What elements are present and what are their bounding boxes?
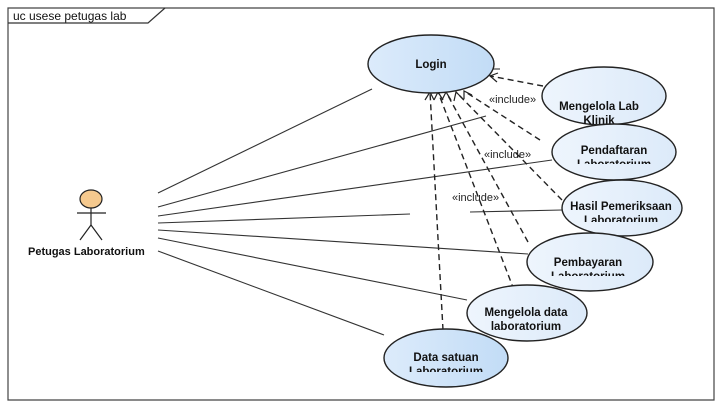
- usecase-mengelola-data-label-2: laboratorium: [491, 321, 561, 333]
- usecase-mengelola-data-label-1: Mengelola data: [484, 307, 568, 319]
- frame-tab: [8, 7, 166, 24]
- usecase-hasil-label-1: Hasil Pemeriksaan: [570, 201, 672, 213]
- association-mengelola-data: [157, 237, 468, 301]
- arrowhead-1: [488, 72, 499, 83]
- association-mengelola-lab-klinik: [157, 115, 487, 208]
- usecase-pembayaran-laboratorium[interactable]: Pembayaran Laboratorium: [526, 232, 654, 292]
- usecase-hasil-label-2: Laboratorium: [584, 215, 658, 227]
- include-label-1: «include»: [489, 94, 536, 106]
- arrowhead-3: [453, 90, 463, 102]
- usecase-pendaftaran-label-1: Pendaftaran: [581, 145, 647, 157]
- association-hasil-b: [469, 209, 563, 213]
- usecase-data-satuan-label-2: Laboratorium: [409, 366, 483, 378]
- associations: [157, 88, 563, 336]
- usecase-pendaftaran-laboratorium[interactable]: Pendaftaran Laboratorium: [551, 123, 677, 181]
- usecase-mengelola-data-laboratorium[interactable]: Mengelola data laboratorium: [466, 284, 588, 342]
- usecase-data-satuan-label-1: Data satuan: [413, 352, 478, 364]
- usecase-hasil-ellipse: [561, 179, 683, 237]
- association-data-satuan: [157, 250, 385, 336]
- diagram-frame: uc usese petugas lab: [7, 7, 715, 401]
- association-pembayaran: [157, 229, 529, 255]
- include-label-3: «include»: [452, 192, 499, 204]
- usecase-data-satuan-ellipse: [383, 328, 509, 388]
- usecase-mengelola-lab-klinik-label-2: Klinik: [583, 115, 615, 127]
- include-line-mengelola-lab: [489, 75, 544, 87]
- frame-title: uc usese petugas lab: [13, 9, 127, 23]
- usecase-login[interactable]: Login: [367, 34, 500, 94]
- association-login: [157, 88, 373, 194]
- include-line-hasil: [455, 91, 563, 201]
- usecase-login-ellipse: [367, 34, 495, 94]
- association-hasil-a: [157, 213, 411, 224]
- usecase-pembayaran-label-1: Pembayaran: [554, 257, 622, 269]
- usecase-mengelola-data-ellipse: [466, 284, 588, 342]
- actor-right-leg: [90, 224, 103, 241]
- usecase-mengelola-lab-klinik[interactable]: Mengelola Lab Klinik: [541, 66, 667, 127]
- usecase-pendaftaran-label-2: Laboratorium: [577, 159, 651, 171]
- usecase-hasil-pemeriksaan-laboratorium[interactable]: Hasil Pemeriksaan Laboratorium: [561, 179, 683, 237]
- actor-label: Petugas Laboratorium: [28, 246, 145, 258]
- association-pendaftaran: [157, 159, 553, 217]
- usecase-data-satuan-laboratorium[interactable]: Data satuan Laboratorium: [383, 328, 509, 388]
- frame-border: [7, 7, 715, 401]
- actor-left-leg: [79, 224, 92, 241]
- usecase-pembayaran-label-2: Laboratorium: [551, 271, 625, 283]
- usecase-mengelola-lab-klinik-label-1: Mengelola Lab: [559, 101, 639, 113]
- usecase-pembayaran-ellipse: [526, 232, 654, 292]
- actor-petugas-laboratorium[interactable]: Petugas Laboratorium: [28, 189, 145, 258]
- include-line-pendaftaran: [463, 90, 541, 141]
- include-label-2: «include»: [484, 149, 531, 161]
- include-line-mengelola-data: [437, 91, 515, 291]
- include-line-pembayaran: [445, 91, 529, 243]
- arrowhead-4: [441, 90, 452, 101]
- usecase-login-label: Login: [415, 59, 446, 71]
- actor-head-icon: [79, 189, 103, 209]
- arrowhead-2: [463, 90, 473, 99]
- include-lines: [429, 75, 563, 331]
